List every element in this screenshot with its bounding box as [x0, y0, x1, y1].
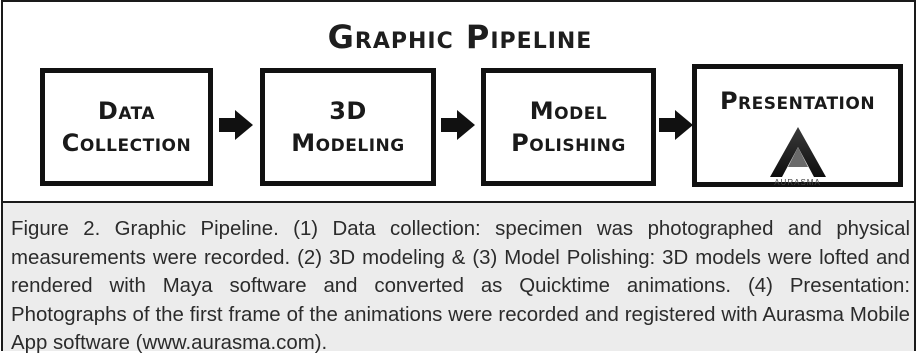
stage-label: 3D Modeling	[291, 97, 405, 157]
stage-label: Presentation	[719, 87, 876, 115]
stage-3d-modeling: 3D Modeling	[260, 68, 436, 186]
caption-panel: Figure 2. Graphic Pipeline. (1) Data col…	[1, 203, 916, 354]
figure-caption: Figure 2. Graphic Pipeline. (1) Data col…	[11, 218, 910, 354]
right-arrow-icon	[659, 110, 693, 140]
right-arrow-icon	[441, 110, 475, 140]
aurasma-logo-icon	[769, 127, 826, 177]
aurasma-logo: AURASMA	[769, 127, 826, 188]
right-arrow-icon	[219, 110, 253, 140]
stage-data-collection: Data Collection	[40, 68, 213, 186]
stage-presentation: Presentation AURASMA	[692, 64, 903, 187]
logo-wordmark: AURASMA	[774, 178, 821, 187]
stage-model-polishing: Model Polishing	[481, 68, 656, 186]
diagram-title: Graphic Pipeline	[327, 18, 593, 56]
stage-label: Data Collection	[61, 97, 192, 157]
stage-label: Model Polishing	[511, 97, 626, 157]
